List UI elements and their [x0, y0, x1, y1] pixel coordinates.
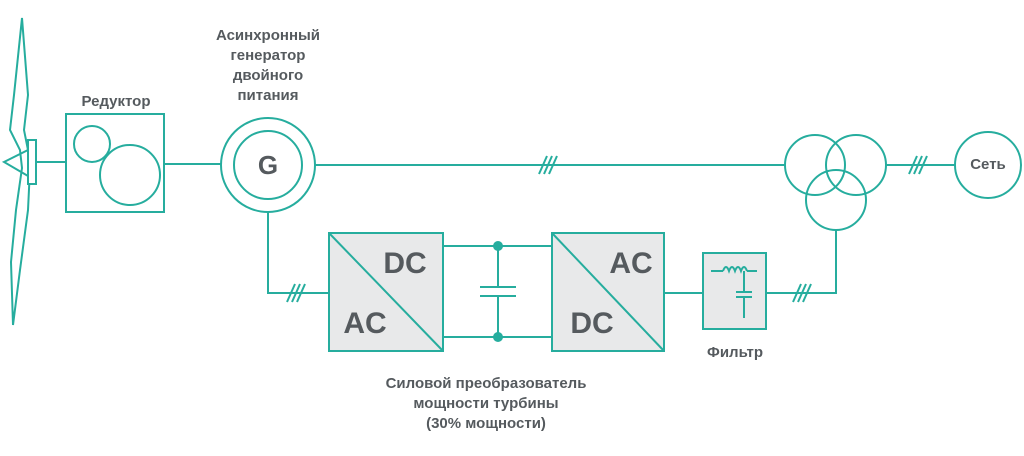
rotor-line	[267, 212, 329, 294]
generator-symbol: G	[258, 150, 278, 180]
generator-label-line1: Асинхронный	[215, 27, 321, 44]
inverter-dc-label: DC	[570, 307, 613, 340]
inverter-block	[551, 232, 665, 352]
converter-label-line2: мощности турбины	[413, 395, 559, 412]
rectifier-block	[328, 232, 444, 352]
filter-label: Фильтр	[707, 344, 763, 361]
generator-label-line3: двойного	[232, 67, 304, 84]
rectifier-ac-label: AC	[343, 307, 386, 340]
generator-label-line2: генератор	[230, 47, 306, 64]
converter-label-line1: Силовой преобразователь	[385, 375, 587, 392]
generator-label: Асинхронный генератор двойного питания	[200, 26, 336, 106]
three-phase-marks	[286, 155, 928, 303]
converter-label-line3: (30% мощности)	[426, 415, 546, 432]
grid-icon	[954, 131, 1022, 199]
inverter-ac-label: AC	[609, 247, 652, 280]
gearbox-label: Редуктор	[81, 93, 151, 110]
filter-icon	[702, 252, 767, 330]
capacitor-icon	[480, 246, 516, 337]
converter-label: Силовой преобразователь мощности турбины…	[356, 374, 616, 434]
junction-dots	[493, 241, 503, 342]
wind-turbine-icon	[1, 17, 37, 326]
rectifier-dc-label: DC	[383, 247, 426, 280]
transformer-icon	[784, 134, 887, 231]
grid-side-line	[766, 230, 837, 294]
grid-label: Сеть	[970, 156, 1006, 173]
gearbox-icon	[65, 113, 165, 213]
generator-label-line4: питания	[237, 87, 299, 104]
